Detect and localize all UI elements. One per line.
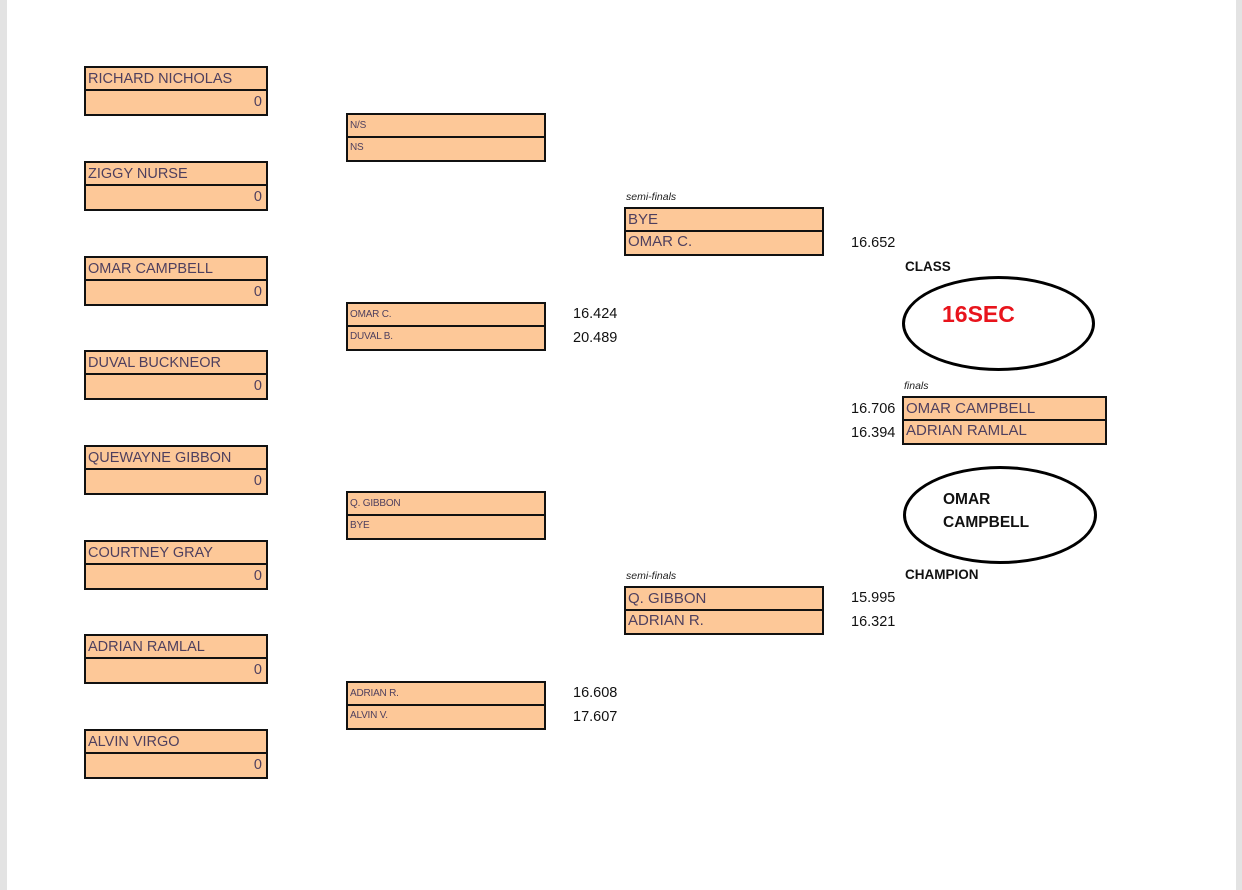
racer-bottom: DUVAL B. <box>350 331 393 342</box>
round1-entry: OMAR CAMPBELL 0 <box>84 256 268 306</box>
racer-bottom: NS <box>350 142 364 153</box>
final-matchup: OMAR CAMPBELL ADRIAN RAMLAL <box>902 396 1107 445</box>
entrant-score: 0 <box>253 757 262 773</box>
racer-top: Q. GIBBON <box>626 588 822 611</box>
round1-entry: RICHARD NICHOLAS 0 <box>84 66 268 116</box>
entrant-name: QUEWAYNE GIBBON <box>86 447 266 470</box>
racer-bottom: BYE <box>350 520 370 531</box>
champion-ellipse <box>903 466 1097 564</box>
round2-matchup: OMAR C. DUVAL B. <box>346 302 546 351</box>
round1-entry: COURTNEY GRAY 0 <box>84 540 268 590</box>
time-bottom: 17.607 <box>573 709 618 725</box>
racer-top: Q. GIBBON <box>348 493 544 516</box>
round1-entry: ADRIAN RAMLAL 0 <box>84 634 268 684</box>
round2-matchup: ADRIAN R. ALVIN V. <box>346 681 546 730</box>
champion-label: CHAMPION <box>905 567 979 582</box>
entrant-name: COURTNEY GRAY <box>86 542 266 565</box>
semifinal-matchup: Q. GIBBON ADRIAN R. <box>624 586 824 635</box>
racer-bottom: ADRIAN RAMLAL <box>906 422 1027 439</box>
page-edge-left <box>0 0 7 890</box>
entrant-score: 0 <box>253 568 262 584</box>
racer-top: OMAR CAMPBELL <box>904 398 1105 421</box>
time-top: 15.995 <box>851 590 896 606</box>
round2-matchup: Q. GIBBON BYE <box>346 491 546 540</box>
round1-entry: QUEWAYNE GIBBON 0 <box>84 445 268 495</box>
semifinal-matchup: BYE OMAR C. <box>624 207 824 256</box>
entrant-name: ADRIAN RAMLAL <box>86 636 266 659</box>
racer-top: OMAR C. <box>348 304 544 327</box>
entrant-score: 0 <box>253 189 262 205</box>
racer-bottom: ALVIN V. <box>350 710 388 721</box>
racer-top: BYE <box>626 209 822 232</box>
time-bottom: 20.489 <box>573 330 618 346</box>
entrant-name: ALVIN VIRGO <box>86 731 266 754</box>
round2-matchup: N/S NS <box>346 113 546 162</box>
time-top: 16.608 <box>573 685 618 701</box>
class-label: CLASS <box>905 259 951 274</box>
round1-entry: ZIGGY NURSE 0 <box>84 161 268 211</box>
entrant-score: 0 <box>253 378 262 394</box>
entrant-name: RICHARD NICHOLAS <box>86 68 266 91</box>
semifinals-label: semi-finals <box>626 191 677 203</box>
entrant-name: OMAR CAMPBELL <box>86 258 266 281</box>
racer-bottom: ADRIAN R. <box>628 612 704 629</box>
entrant-score: 0 <box>253 662 262 678</box>
class-ellipse <box>902 276 1095 371</box>
round1-entry: ALVIN VIRGO 0 <box>84 729 268 779</box>
entrant-score: 0 <box>253 94 262 110</box>
entrant-name: ZIGGY NURSE <box>86 163 266 186</box>
entrant-score: 0 <box>253 473 262 489</box>
round1-entry: DUVAL BUCKNEOR 0 <box>84 350 268 400</box>
racer-top: N/S <box>348 115 544 138</box>
entrant-name: DUVAL BUCKNEOR <box>86 352 266 375</box>
time-top: 16.706 <box>851 401 896 417</box>
time-top: 16.424 <box>573 306 618 322</box>
champion-name-line1: OMAR <box>943 491 991 508</box>
champion-name-line2: CAMPBELL <box>943 514 1030 531</box>
entrant-score: 0 <box>253 284 262 300</box>
page-edge-right <box>1236 0 1242 890</box>
racer-bottom: OMAR C. <box>628 233 693 250</box>
semifinals-label: semi-finals <box>626 570 677 582</box>
racer-top: ADRIAN R. <box>348 683 544 706</box>
champion-name: OMAR CAMPBELL <box>943 488 1029 534</box>
time-bottom: 16.321 <box>851 614 896 630</box>
finals-label: finals <box>904 380 929 392</box>
class-value: 16SEC <box>942 301 1015 327</box>
time-bottom: 16.652 <box>851 235 896 251</box>
time-bottom: 16.394 <box>851 425 896 441</box>
